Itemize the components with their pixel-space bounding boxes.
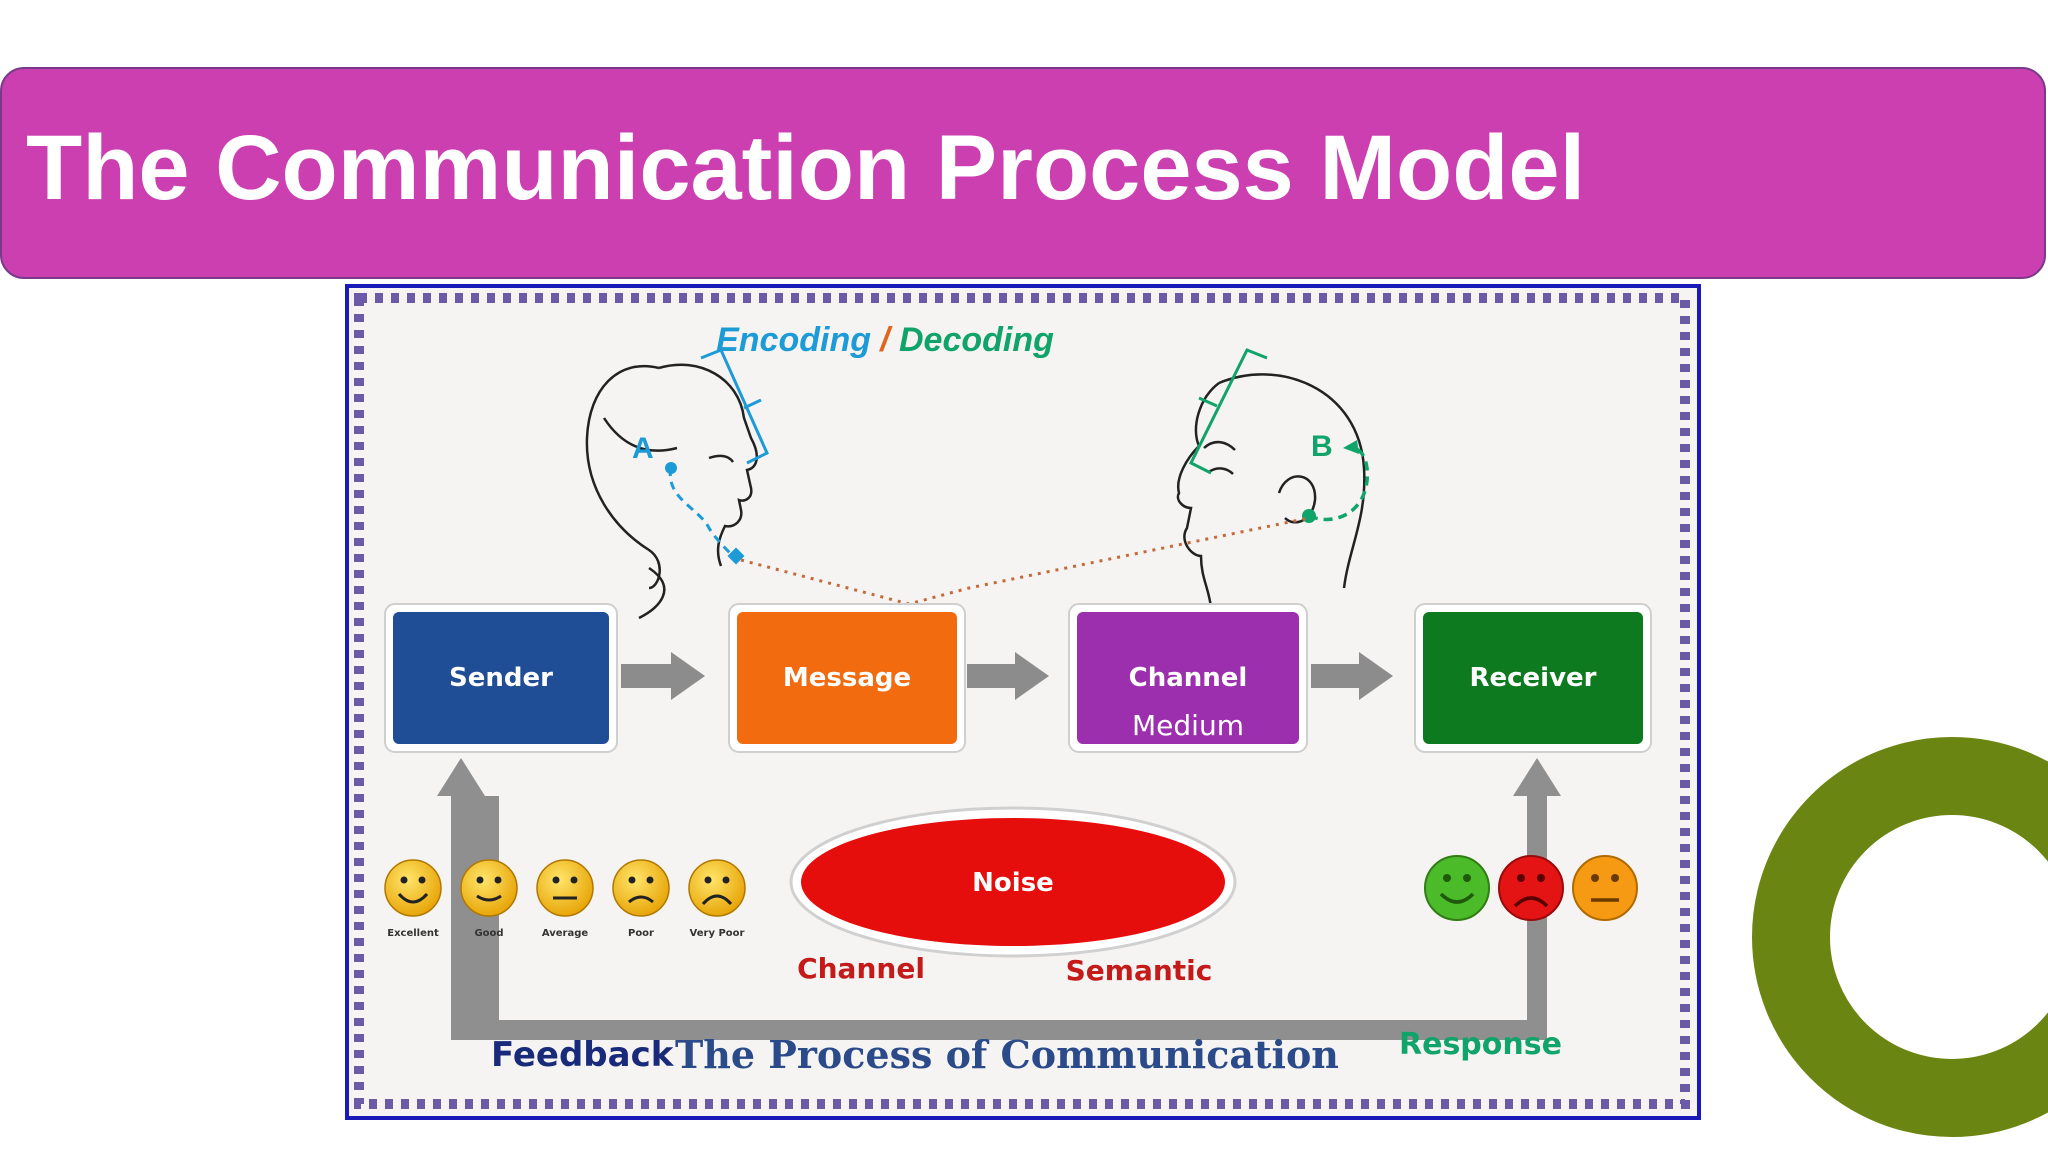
receiver-label: Receiver [1469, 663, 1596, 693]
receiver-box: Receiver [1414, 603, 1652, 753]
title-banner [0, 67, 2046, 279]
decorative-ring [1752, 737, 2048, 1137]
noise-ellipse: Noise [789, 806, 1237, 958]
rating-faces [384, 859, 746, 917]
rating-label-average: Average [542, 928, 589, 939]
decoding-path [1302, 440, 1369, 523]
message-label: Message [783, 663, 911, 693]
rating-labels: Excellent Good Average Poor Very Poor [387, 928, 744, 939]
diagram-canvas: Encoding / Decoding A [354, 293, 1690, 1109]
face-excellent-icon [384, 859, 442, 917]
receiver-head-illustration [1176, 373, 1366, 609]
response-sad-icon [1498, 855, 1564, 921]
sender-to-message-arrow [621, 652, 705, 700]
sender-box: Sender [384, 603, 618, 753]
response-label: Response [1399, 1027, 1562, 1062]
feedback-label: Feedback [491, 1035, 675, 1075]
sender-head-illustration [585, 363, 759, 620]
noise-channel-label: Channel [797, 952, 925, 985]
flow-arrows [621, 652, 1393, 700]
dashed-frame [354, 293, 1690, 1109]
face-good-icon [460, 859, 518, 917]
channel-label: Channel [1129, 663, 1248, 693]
rating-label-poor: Poor [628, 928, 654, 939]
decoding-bracket [1188, 348, 1268, 475]
signal-line [740, 516, 1310, 606]
rating-label-very-poor: Very Poor [690, 928, 745, 939]
encoding-label: Encoding [716, 321, 871, 359]
slash-label: / [878, 321, 893, 359]
rating-label-good: Good [474, 928, 503, 939]
person-a-label: A [632, 432, 654, 465]
sender-label: Sender [449, 663, 553, 693]
decoding-label: Decoding [899, 321, 1054, 359]
medium-label: Medium [1132, 709, 1244, 742]
communication-diagram: Encoding / Decoding A [345, 284, 1701, 1120]
response-faces [1424, 855, 1638, 921]
message-box: Message [728, 603, 966, 753]
rating-label-excellent: Excellent [387, 928, 439, 939]
face-poor-icon [612, 859, 670, 917]
encoding-path [665, 462, 745, 565]
response-neutral-icon [1572, 855, 1638, 921]
encoding-bracket [700, 348, 769, 465]
response-happy-icon [1424, 855, 1490, 921]
diagram-caption: The Process of Communication [675, 1032, 1339, 1077]
noise-label: Noise [972, 868, 1054, 898]
slide-title: The Communication Process Model [26, 117, 1586, 219]
face-very-poor-icon [688, 859, 746, 917]
message-to-channel-arrow [967, 652, 1049, 700]
person-b-label: B [1311, 430, 1333, 463]
noise-semantic-label: Semantic [1066, 954, 1213, 987]
channel-box: Channel Medium [1068, 603, 1308, 753]
face-average-icon [536, 859, 594, 917]
channel-to-receiver-arrow [1311, 652, 1393, 700]
